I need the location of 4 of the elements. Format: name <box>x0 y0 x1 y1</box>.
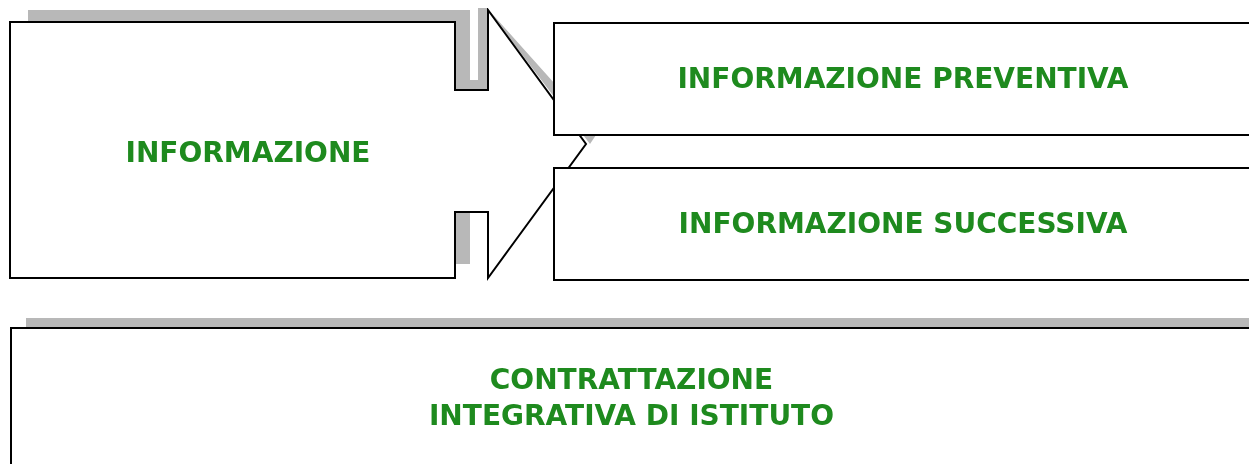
node-label: CONTRATTAZIONE INTEGRATIVA DI ISTITUTO <box>427 361 836 434</box>
node-label: INFORMAZIONE PREVENTIVA <box>677 60 1129 97</box>
node-label: INFORMAZIONE SUCCESSIVA <box>678 205 1128 242</box>
node-label: INFORMAZIONE <box>125 134 371 171</box>
